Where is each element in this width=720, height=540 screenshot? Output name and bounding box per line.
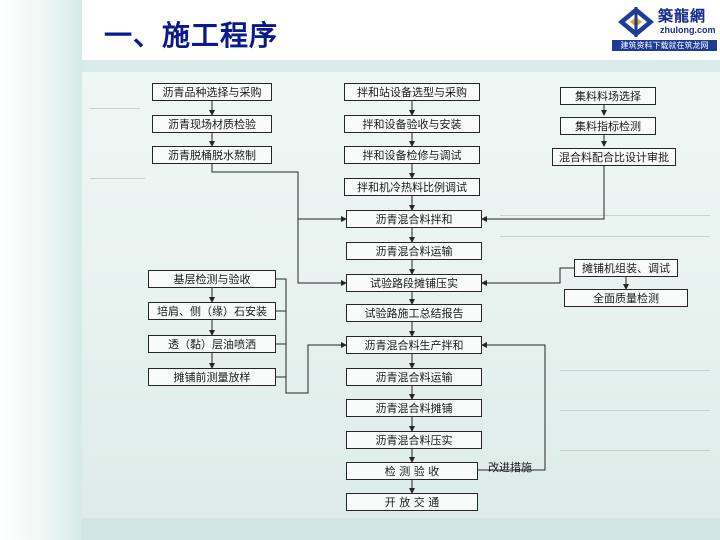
- bleed-line: [90, 108, 140, 109]
- bleed-line: [500, 236, 710, 237]
- slide-title: 一、施工程序: [104, 19, 279, 52]
- flow-step-asphalt-inspection: 沥青现场材质检验: [152, 115, 272, 133]
- bleed-line: [500, 215, 710, 216]
- feedback-label: 改进措施: [488, 461, 532, 474]
- flow-step-transport: 沥青混合料运输: [346, 242, 482, 260]
- left-decor-band: [0, 0, 82, 540]
- logo-slogan: 建筑资料下载就在筑龙网: [612, 40, 717, 51]
- flow-step-open-traffic: 开 放 交 通: [346, 493, 478, 511]
- bottom-decor-stripe: [82, 518, 720, 540]
- flow-step-asphalt-dehydration: 沥青脱桶脱水熬制: [152, 146, 272, 164]
- bleed-line: [560, 370, 710, 371]
- flow-step-plant-selection: 拌和站设备选型与采购: [344, 83, 480, 101]
- flow-step-aggregate-testing: 集料指标检测: [560, 117, 656, 135]
- flow-step-mix-design: 混合料配合比设计审批: [552, 148, 676, 166]
- flow-step-quality-check: 全面质量检测: [564, 289, 688, 307]
- flow-step-paving: 沥青混合料摊铺: [346, 399, 482, 417]
- bleed-line: [560, 410, 710, 411]
- flow-step-production-mix: 沥青混合料生产拌和: [346, 336, 482, 354]
- bleed-line: [560, 450, 710, 451]
- flow-step-trial-report: 试验路施工总结报告: [346, 304, 482, 322]
- flow-step-base-inspection: 基层检测与验收: [148, 270, 276, 288]
- flow-step-curb-install: 培肩、侧（缘）石安装: [148, 302, 276, 320]
- flow-step-production-transport: 沥青混合料运输: [346, 368, 482, 386]
- flow-step-asphalt-selection: 沥青品种选择与采购: [152, 83, 272, 101]
- flow-step-plant-debugging: 拌和设备检修与调试: [344, 146, 480, 164]
- logo-emblem-icon: [618, 7, 654, 37]
- top-decor-stripe: [82, 60, 720, 72]
- flow-step-trial-paving: 试验路段摊铺压实: [346, 274, 482, 292]
- flow-step-survey-layout: 摊铺前测量放样: [148, 368, 276, 386]
- flow-step-paver-assembly: 摊铺机组装、调试: [574, 259, 678, 277]
- flow-step-tack-coat: 透（黏）层油喷洒: [148, 335, 276, 353]
- flow-step-inspection-acceptance: 检 测 验 收: [346, 462, 478, 480]
- flow-step-compaction: 沥青混合料压实: [346, 431, 482, 449]
- flow-step-mix: 沥青混合料拌和: [346, 210, 482, 228]
- flow-step-cold-hot-ratio: 拌和机冷热料比例调试: [344, 178, 480, 196]
- logo-name: 築龍網: [658, 7, 707, 25]
- flow-step-aggregate-site: 集料料场选择: [560, 87, 656, 105]
- logo-url: zhulong.com: [660, 25, 716, 35]
- flow-step-plant-acceptance: 拌和设备验收与安装: [344, 115, 480, 133]
- bleed-line: [90, 178, 145, 179]
- zhulong-logo: 築龍網 zhulong.com 建筑资料下载就在筑龙网: [612, 3, 717, 51]
